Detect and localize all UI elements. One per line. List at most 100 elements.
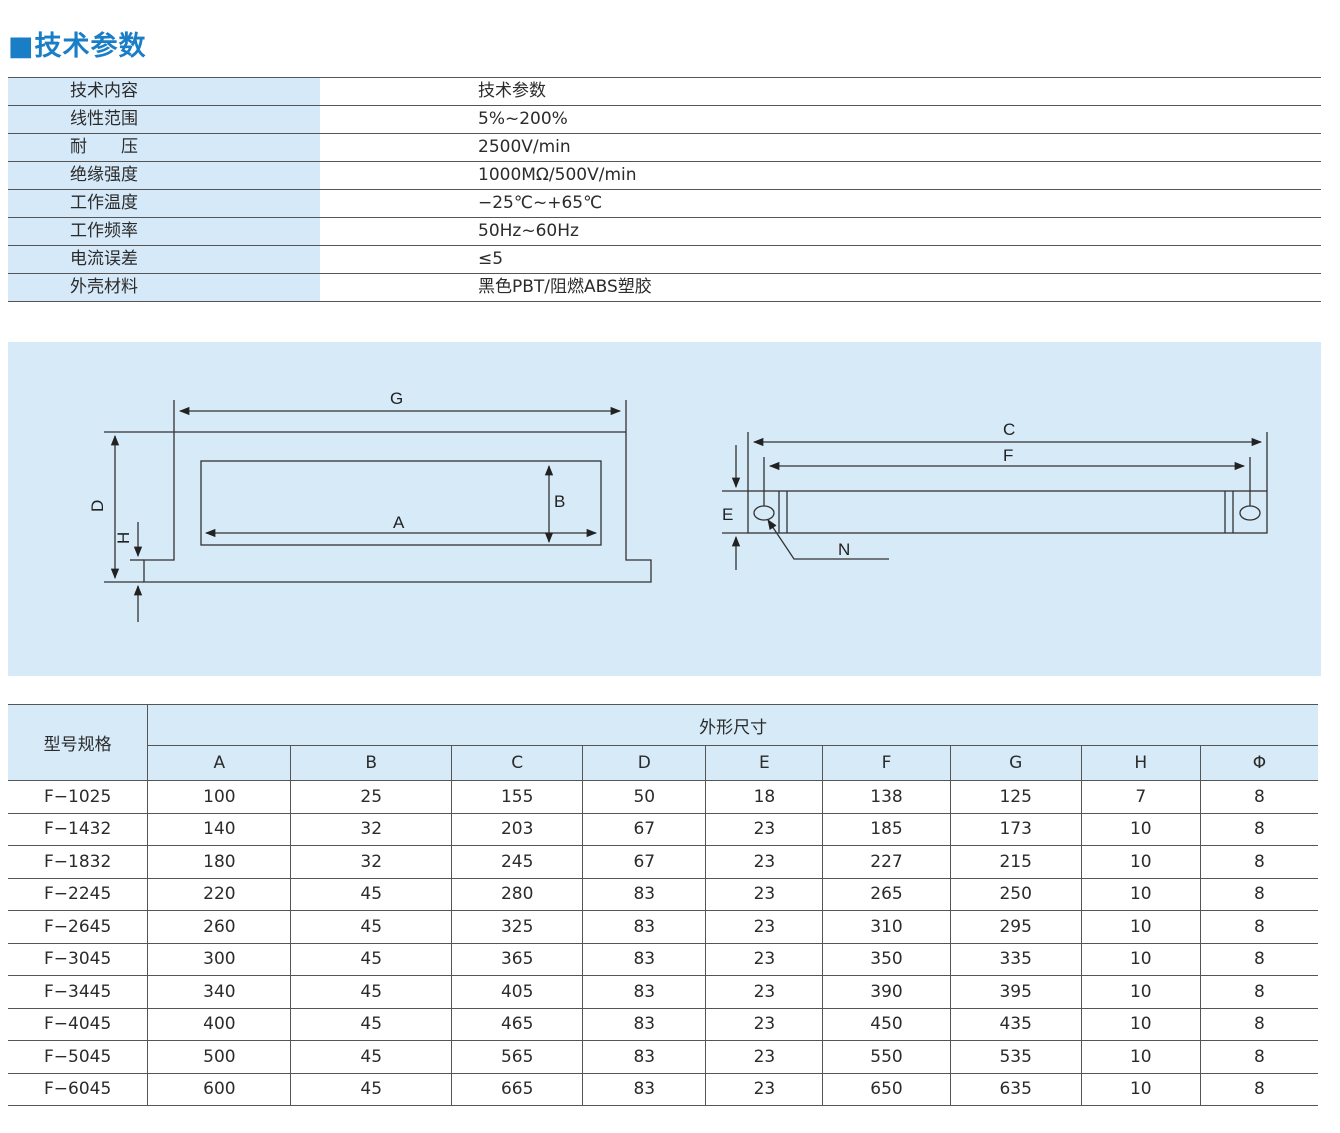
model-cell: F−6045: [44, 1079, 112, 1100]
value-cell: 50: [582, 780, 706, 814]
param-key: 线性范围: [8, 105, 320, 134]
column-header: D: [582, 745, 706, 781]
value-cell: 650: [822, 1073, 951, 1106]
value-cell: 245: [451, 845, 583, 879]
value-cell: 45: [290, 975, 452, 1009]
value-cell: 45: [290, 878, 452, 911]
value-cell: 83: [582, 1040, 706, 1074]
param-value: −25℃~+65℃: [320, 189, 1321, 218]
group-header: 外形尺寸: [147, 704, 1318, 746]
value-cell: 565: [451, 1040, 583, 1074]
model-cell: F−4045: [8, 1008, 148, 1041]
value-cell: 23: [705, 845, 823, 879]
column-header: A: [147, 745, 291, 781]
column-header: F: [822, 745, 951, 781]
model-header: 型号规格: [8, 704, 149, 781]
value-cell: 125: [949, 780, 1082, 814]
dimension-diagram: G A B D H C F E N: [8, 342, 1321, 676]
value-cell: 45: [290, 1040, 452, 1074]
value-cell: 8: [1199, 878, 1318, 911]
value-cell: 45: [290, 943, 452, 976]
window-rect: [200, 460, 602, 546]
value-cell: 173: [949, 813, 1082, 846]
value-cell: 23: [705, 878, 823, 911]
value-cell: 67: [582, 845, 706, 879]
value-cell: 310: [822, 910, 951, 944]
value-cell: 10: [1080, 910, 1201, 944]
value-cell: 45: [290, 910, 452, 944]
label-f: F: [1003, 446, 1013, 465]
param-row: 工作温度−25℃~+65℃: [8, 189, 1321, 218]
value-cell: 8: [1199, 1073, 1318, 1106]
value-cell: 100: [147, 780, 291, 814]
value-cell: 83: [582, 878, 706, 911]
model-cell: F−1832: [8, 845, 148, 879]
value-cell: 10: [1080, 943, 1201, 976]
value-cell: 300: [147, 943, 291, 976]
value-cell: 450: [822, 1008, 951, 1041]
label-d: D: [88, 500, 107, 512]
label-h: H: [114, 532, 133, 544]
value-cell: 83: [582, 1073, 706, 1106]
value-cell: 23: [705, 943, 823, 976]
value-cell: 390: [822, 975, 951, 1009]
param-value: 黑色PBT/阻燃ABS塑胶: [320, 273, 1321, 302]
value-cell: 8: [1199, 845, 1318, 879]
param-key: 工作温度: [8, 189, 320, 218]
value-cell: 227: [822, 845, 951, 879]
column-header: G: [949, 745, 1082, 781]
value-cell: 295: [949, 910, 1082, 944]
bar-outline: [747, 490, 1268, 534]
value-cell: 215: [949, 845, 1082, 879]
value-cell: 340: [147, 975, 291, 1009]
value-cell: 10: [1080, 1040, 1201, 1074]
value-cell: 405: [451, 975, 583, 1009]
value-cell: 250: [949, 878, 1082, 911]
param-row: 电流误差≤5: [8, 245, 1321, 274]
value-cell: 10: [1080, 878, 1201, 911]
param-value: 1000MΩ/500V/min: [320, 161, 1321, 190]
value-cell: 83: [582, 943, 706, 976]
section-title: ■技术参数: [8, 31, 147, 62]
value-cell: 665: [451, 1073, 583, 1106]
column-header: Φ: [1199, 745, 1318, 781]
param-key: 电流误差: [8, 245, 320, 274]
value-cell: 8: [1199, 910, 1318, 944]
param-key: 外壳材料: [8, 273, 320, 302]
column-header: E: [705, 745, 823, 781]
value-cell: 500: [147, 1040, 291, 1074]
value-cell: 83: [582, 1008, 706, 1041]
label-b: B: [554, 492, 565, 511]
value-cell: 83: [582, 910, 706, 944]
label-g: G: [390, 389, 403, 408]
value-cell: 32: [290, 845, 452, 879]
label-e: E: [722, 505, 733, 524]
value-cell: 365: [451, 943, 583, 976]
value-cell: 10: [1080, 845, 1201, 879]
value-cell: 83: [582, 975, 706, 1009]
value-cell: 335: [949, 943, 1082, 976]
value-cell: 395: [949, 975, 1082, 1009]
value-cell: 7: [1080, 780, 1201, 814]
value-cell: 8: [1199, 943, 1318, 976]
value-cell: 600: [147, 1073, 291, 1106]
param-value: 5%~200%: [320, 105, 1321, 134]
model-cell: F−1025: [8, 780, 148, 814]
value-cell: 18: [705, 780, 823, 814]
param-key: 技术内容: [8, 77, 320, 106]
param-key: 耐 压: [8, 133, 320, 162]
value-cell: 8: [1199, 975, 1318, 1009]
value-cell: 25: [290, 780, 452, 814]
model-cell: F−5045: [8, 1040, 148, 1074]
value-cell: 23: [705, 813, 823, 846]
